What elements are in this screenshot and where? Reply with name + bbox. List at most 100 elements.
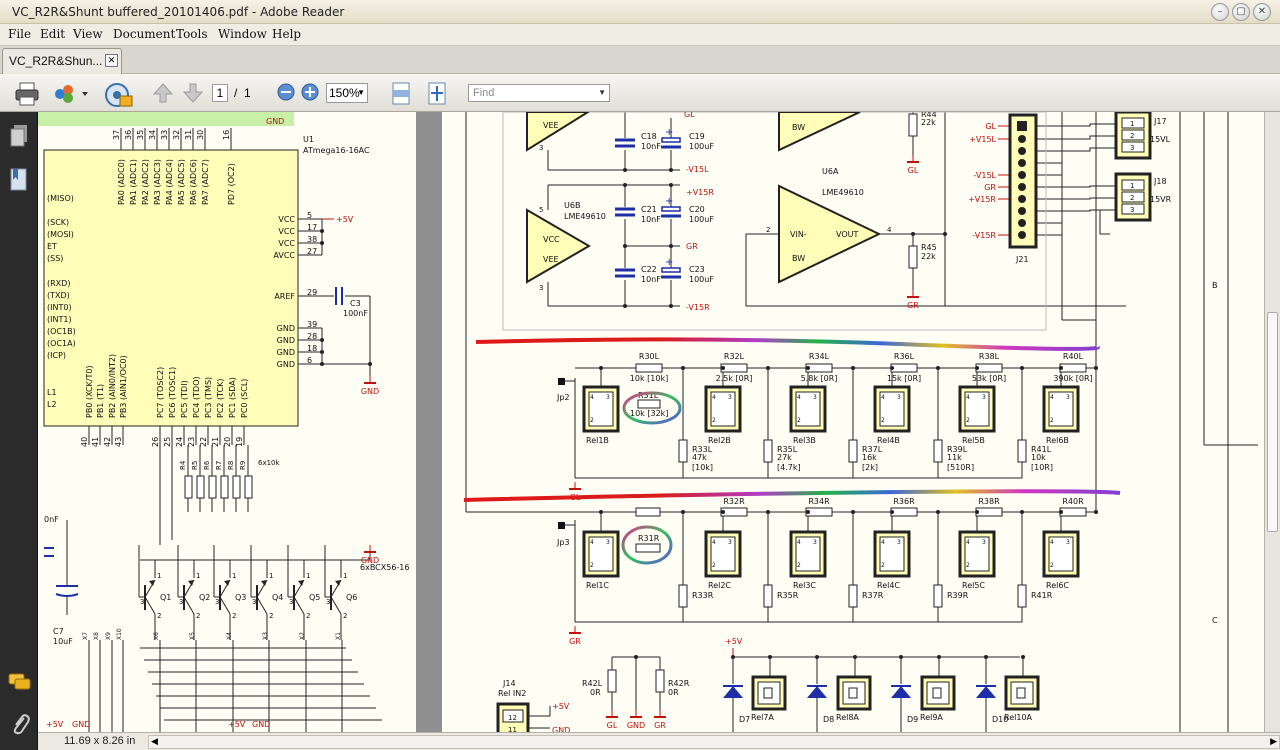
wire — [1036, 135, 1116, 140]
gnd-label: GND — [266, 117, 284, 126]
jumper-pin — [558, 522, 565, 529]
resistor-value: 5.8k [0R] — [801, 374, 838, 383]
minimize-button[interactable]: – — [1211, 3, 1229, 21]
pin-number: 12 — [508, 714, 517, 722]
comments-icon[interactable] — [8, 672, 32, 694]
fit-page-icon[interactable] — [426, 82, 448, 106]
horizontal-scrollbar[interactable]: ◀ ▶ — [148, 735, 1280, 749]
resistor-ref: R34R — [808, 497, 830, 506]
mcu-pin-number: 25 — [163, 437, 172, 447]
vertical-scroll-thumb[interactable] — [1267, 312, 1278, 532]
cap-value: 10nF — [641, 275, 661, 284]
wire — [183, 596, 195, 615]
diode-ref: D7 — [739, 715, 750, 724]
attachments-icon[interactable] — [10, 712, 30, 736]
mcu-pin-number: 35 — [136, 130, 145, 140]
net-label: GL — [607, 721, 618, 730]
vertical-scrollbar[interactable] — [1264, 112, 1280, 732]
pin-number: 4 — [887, 226, 892, 234]
bookmarks-icon[interactable] — [9, 168, 29, 192]
menu-help[interactable]: Help — [272, 27, 302, 41]
menu-edit[interactable]: Edit — [40, 27, 66, 41]
menu-view[interactable]: View — [73, 27, 103, 41]
pin-number: 4 — [590, 539, 594, 546]
print-icon[interactable] — [14, 82, 42, 106]
mcu-pin-number: 30 — [196, 130, 205, 140]
junction-dot — [681, 366, 685, 370]
resistor-value: 16k — [862, 453, 877, 462]
pin-number: 1 — [306, 572, 310, 580]
fit-width-icon[interactable] — [390, 82, 412, 106]
c23 — [661, 267, 681, 273]
shunt-resistor — [1017, 439, 1027, 463]
transistor-arrow — [224, 580, 230, 586]
resistor-value: 10k — [1031, 453, 1046, 462]
resistor-value: [4.7k] — [777, 463, 801, 472]
schematic-page: U1ATmega16-16AC(MISO)(SCK)(MOSI)ET(SS)(R… — [38, 112, 1264, 732]
zoom-in-icon[interactable] — [300, 82, 320, 102]
menu-tools[interactable]: Tools — [176, 27, 208, 41]
net-5v: +5V — [725, 637, 743, 646]
relay-inner — [710, 391, 736, 427]
menu-window[interactable]: Window — [218, 27, 267, 41]
find-dropdown-icon[interactable]: ▼ — [598, 88, 606, 97]
junction-dot — [1059, 510, 1063, 514]
junction-dot — [943, 232, 947, 236]
diode — [807, 686, 827, 698]
resistor-array-label: 6x10k — [258, 459, 281, 467]
net-label: GL — [908, 166, 919, 175]
shunt-resistor — [933, 439, 943, 463]
zoom-select[interactable]: 150%▼ — [326, 83, 368, 103]
relay-ref: Rel10A — [1004, 713, 1033, 722]
header-pin — [502, 709, 524, 723]
gnd-label: GND — [627, 721, 645, 730]
mcu-top-pin: PA3 (ADC3) — [153, 159, 162, 205]
collaborate-icon[interactable] — [50, 82, 90, 106]
mcu-pin-number: 28 — [307, 332, 317, 341]
opamp-label: VCC — [543, 235, 560, 244]
diode-ref: D9 — [907, 715, 918, 724]
cap-ref: C18 — [641, 132, 657, 141]
pin-number: 3 — [140, 598, 144, 606]
junction-dot — [1020, 366, 1024, 370]
mcu-pin-number: 16 — [222, 130, 231, 140]
wire — [1036, 147, 1116, 152]
menu-file[interactable]: File — [8, 27, 32, 41]
scroll-right-icon[interactable]: ▶ — [1270, 736, 1277, 746]
wire — [219, 596, 231, 615]
relay-ref: Rel6C — [1046, 581, 1069, 590]
mcu-left-pin: (MISO) — [47, 194, 74, 203]
secure-icon[interactable] — [104, 82, 134, 108]
c19 — [661, 137, 681, 143]
document-tab[interactable]: VC_R2R&Shun... ✕ — [2, 48, 122, 74]
header-pin — [1121, 203, 1145, 215]
wire — [1036, 185, 1116, 188]
restore-button[interactable]: ▢ — [1232, 3, 1250, 21]
connector-pin — [1018, 231, 1026, 239]
close-button[interactable]: ✕ — [1253, 3, 1271, 21]
scroll-left-icon[interactable]: ◀ — [151, 736, 158, 746]
relay-ref: Rel9A — [920, 713, 943, 722]
pages-icon[interactable] — [9, 124, 29, 148]
header-pin — [1121, 191, 1145, 203]
cap-value: 100uF — [689, 215, 714, 224]
menu-document[interactable]: Document — [113, 27, 176, 41]
cap-polarity: + — [665, 196, 673, 207]
next-page-icon[interactable] — [182, 82, 204, 104]
tab-close-icon[interactable]: ✕ — [105, 54, 118, 67]
cap-ref: C23 — [689, 265, 705, 274]
pin-number: 4 — [590, 394, 594, 401]
resistor-r42l — [607, 669, 617, 693]
resistor-value: 0R — [668, 688, 679, 697]
header-pin — [1121, 141, 1145, 153]
zoom-out-icon[interactable] — [276, 82, 296, 102]
pin-number: 2 — [1050, 562, 1054, 569]
page-number-input[interactable]: 1 — [212, 84, 228, 102]
junction-dot — [669, 168, 673, 172]
connector-net: -V15L — [973, 171, 996, 180]
gnd-label: GND — [72, 720, 90, 729]
prev-page-icon[interactable] — [152, 82, 174, 104]
find-input[interactable]: Find▼ — [468, 84, 610, 102]
pin-number: 3 — [606, 394, 610, 401]
